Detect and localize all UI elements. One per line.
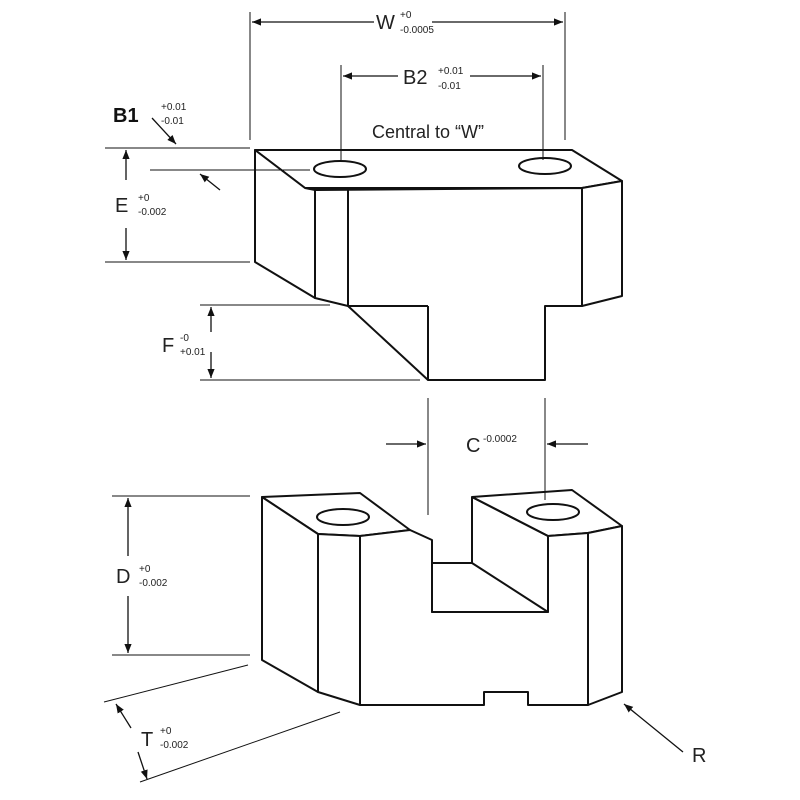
dimension-d-upper: +0	[139, 564, 151, 575]
dimension-f-upper: -0	[180, 333, 189, 344]
top-block	[254, 149, 623, 381]
radius-label: R	[692, 745, 706, 767]
top-block-hole-right	[518, 157, 572, 175]
radius-callout: R	[623, 703, 706, 767]
dimension-b1: B1 +0.01 -0.01	[113, 102, 187, 145]
dimension-b2-upper: +0.01	[438, 66, 464, 77]
dimension-e-label: E	[115, 195, 128, 217]
bottom-block	[261, 489, 623, 706]
dimension-w-upper: +0	[400, 10, 412, 21]
dimension-e: E +0 -0.002	[105, 147, 310, 263]
dimension-d-label: D	[116, 566, 130, 588]
top-block-hole-left	[313, 160, 367, 178]
dimension-b2: B2 +0.01 -0.01	[340, 65, 544, 160]
dimension-f: F -0 +0.01	[162, 304, 420, 381]
dimension-c: C -0.0002	[386, 398, 588, 515]
dimension-e-upper: +0	[138, 193, 150, 204]
bottom-block-hole-right	[526, 503, 580, 521]
dimension-b1-upper: +0.01	[161, 102, 187, 113]
dimension-f-lower: +0.01	[180, 347, 206, 358]
dimension-w: W +0 -0.0005	[249, 10, 566, 140]
dimension-t-label: T	[141, 729, 153, 751]
dimension-c-tolerance: -0.0002	[483, 434, 517, 445]
central-note: Central to “W”	[372, 122, 484, 142]
bottom-block-slot-floor	[431, 562, 549, 613]
dimension-d: D +0 -0.002	[112, 495, 250, 656]
bottom-block-front-face	[317, 529, 589, 706]
top-block-front-face	[314, 187, 583, 381]
bottom-block-hole-left	[316, 508, 370, 526]
dimension-b2-label: B2	[403, 67, 427, 89]
dimension-d-lower: -0.002	[139, 578, 168, 589]
dimension-b1-lower: -0.01	[161, 116, 184, 127]
dimension-f-label: F	[162, 335, 174, 357]
dimension-b2-lower: -0.01	[438, 81, 461, 92]
dimension-c-label: C	[466, 435, 480, 457]
dimension-w-label: W	[376, 12, 395, 34]
top-block-right-face	[581, 180, 623, 307]
dimension-b1-label: B1	[113, 105, 139, 127]
dimension-t-lower: -0.002	[160, 740, 189, 751]
dimension-e-lower: -0.002	[138, 207, 167, 218]
dimension-t: T +0 -0.002	[103, 664, 341, 783]
dimension-t-upper: +0	[160, 726, 172, 737]
dimension-w-lower: -0.0005	[400, 25, 434, 36]
bottom-block-right-face	[587, 525, 623, 706]
